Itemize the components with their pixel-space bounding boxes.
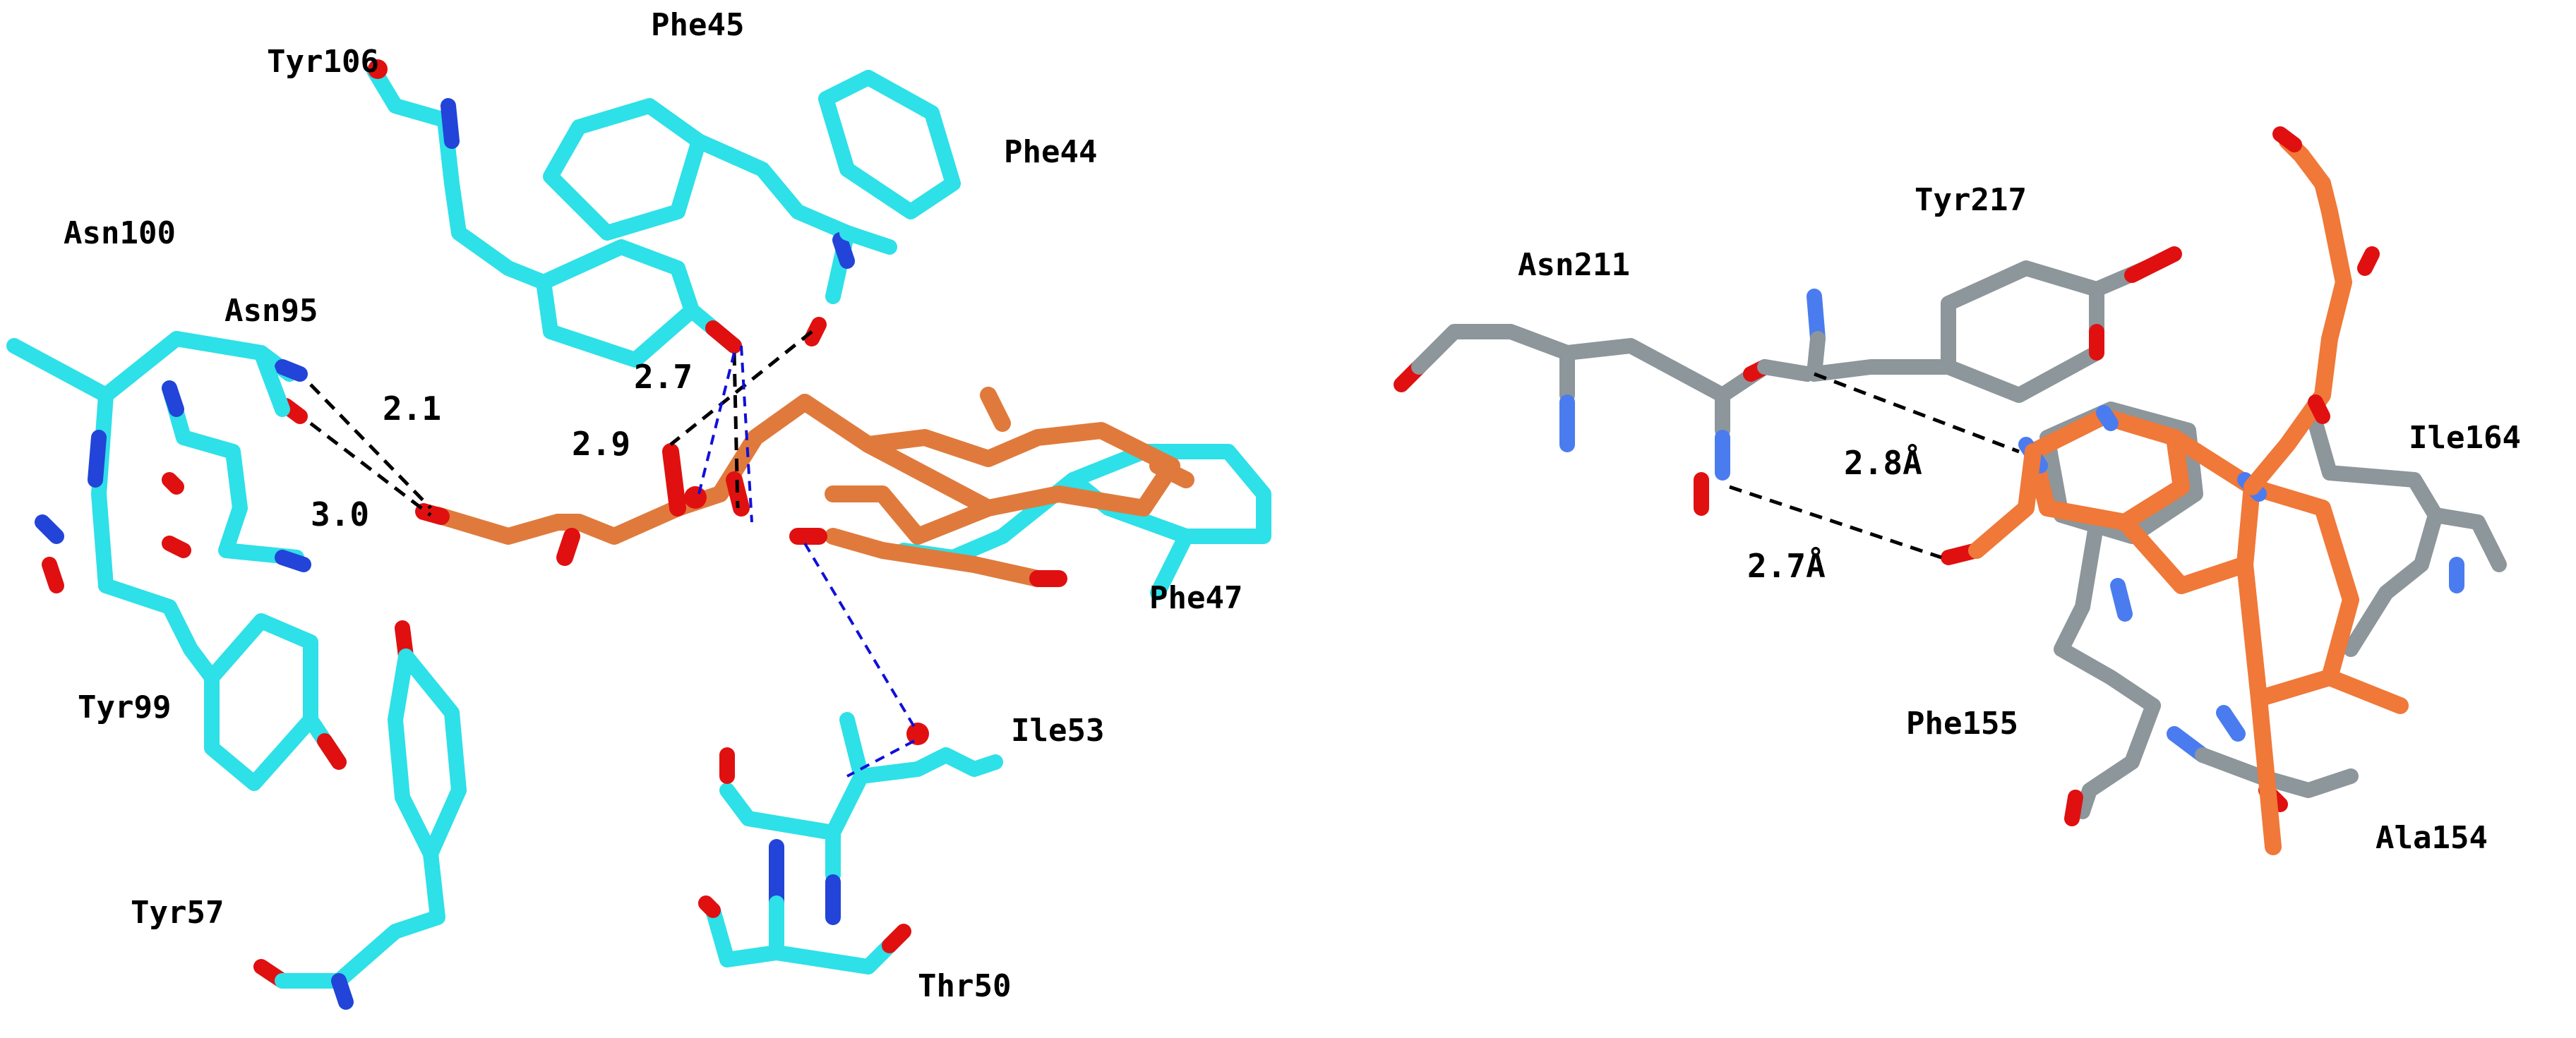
distance-label: 2.9 <box>572 425 630 463</box>
residue-label: Tyr57 <box>131 895 224 931</box>
residue-label: Phe45 <box>651 7 744 43</box>
residue-asn211-sticks <box>1394 324 1815 516</box>
residue-ile53-sticks <box>719 712 1003 925</box>
residue-asn95-sticks <box>6 331 308 593</box>
residue-label: Tyr217 <box>1915 182 2027 218</box>
residue-label: Phe155 <box>1906 706 2018 742</box>
residue-label: Ile53 <box>1011 713 1104 749</box>
residue-tyr57-sticks <box>253 620 467 1010</box>
distance-label: 3.0 <box>311 495 369 533</box>
residue-asn100-sticks <box>162 380 311 572</box>
residue-label: Thr50 <box>918 968 1011 1004</box>
residue-label: Phe47 <box>1149 580 1242 616</box>
residue-phe45-sticks <box>543 70 961 346</box>
distance-label: 2.8Å <box>1844 444 1922 482</box>
ligand-left-sticks <box>415 387 1194 587</box>
water-molecule <box>684 486 707 509</box>
left-panel: Tyr106 Phe45 Phe44 Asn100 Asn95 Phe47 Ty… <box>6 7 1271 1010</box>
residue-label: Asn211 <box>1518 247 1630 283</box>
distance-label: 2.7 <box>634 358 693 396</box>
residue-ala154-sticks <box>2195 705 2359 812</box>
residue-tyr217-sticks <box>1807 246 2182 403</box>
residue-tyr106-sticks <box>366 59 742 368</box>
residue-label: Asn100 <box>64 215 176 251</box>
hbonds-left <box>309 330 916 778</box>
residue-label: Tyr99 <box>78 689 171 725</box>
residue-label: Phe44 <box>1004 134 1097 170</box>
residue-label: Tyr106 <box>267 44 379 80</box>
residue-thr50-sticks <box>698 895 911 974</box>
residue-label: Ile164 <box>2409 420 2521 456</box>
distance-label: 2.7Å <box>1747 547 1826 585</box>
residue-label: Ala154 <box>2376 820 2488 856</box>
ligand-right-sticks <box>1941 126 2409 855</box>
right-panel: Tyr217 Asn211 Ile164 Phe155 Ala154 2.8Å … <box>1394 126 2521 856</box>
distance-label: 2.1 <box>383 390 441 428</box>
hbonds-right <box>1729 372 2020 560</box>
residue-label: Asn95 <box>224 293 318 329</box>
water-molecule <box>906 723 929 745</box>
residue-ile164-sticks <box>2308 416 2507 657</box>
residue-tyr99-sticks <box>98 578 347 791</box>
